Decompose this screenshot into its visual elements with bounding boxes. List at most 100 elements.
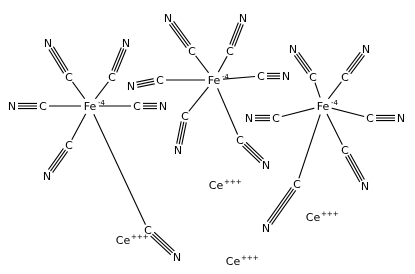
c-n-triple-bond-line [271, 190, 297, 225]
c-n-triple-bond-line [346, 51, 361, 71]
c-n-triple-bond-line [178, 121, 185, 145]
fe-c-single-bond [188, 86, 209, 112]
c-n-triple-bond-line [181, 122, 187, 145]
cerium-charge-label: +++ [241, 254, 259, 262]
fe-c-single-bond [217, 88, 239, 135]
c-n-triple-bond-line [150, 235, 172, 256]
fe-c-single-bond [94, 81, 109, 100]
fe-c-single-bond [326, 113, 343, 145]
nitrogen-atom-label: N [122, 37, 130, 50]
c-n-triple-bond-line [171, 22, 189, 47]
c-n-triple-bond-line [50, 47, 67, 73]
c-n-triple-bond-line [50, 149, 66, 172]
iron-charge-label: -4 [222, 73, 230, 81]
c-n-triple-bond-line [347, 154, 363, 182]
c-n-triple-bond-line [345, 156, 361, 183]
c-n-triple-bond-line [266, 187, 292, 222]
nitrogen-atom-label: N [8, 100, 16, 113]
nitrogen-atom-label: N [397, 112, 405, 125]
cerium-atom-label: Ce [306, 211, 321, 224]
carbon-atom-label: C [293, 178, 301, 191]
c-n-triple-bond-line [176, 121, 182, 144]
fe-c-single-bond [298, 114, 321, 179]
c-n-triple-bond-line [234, 24, 244, 47]
c-n-triple-bond-line [136, 78, 154, 83]
c-n-triple-bond-line [229, 22, 239, 45]
carbon-atom-label: C [366, 112, 374, 125]
c-n-triple-bond-line [243, 143, 263, 162]
c-n-triple-bond-line [269, 188, 294, 224]
c-n-triple-bond-line [153, 231, 175, 252]
carbon-atom-label: C [188, 45, 196, 58]
fe-c-single-bond [72, 81, 86, 100]
nitrogen-atom-label: N [159, 100, 167, 113]
iron-charge-label: -4 [331, 99, 339, 107]
c-n-triple-bond-line [48, 49, 65, 74]
c-n-triple-bond-line [349, 153, 365, 180]
c-n-triple-bond-line [111, 47, 122, 71]
carbon-atom-label: C [341, 144, 349, 157]
c-n-triple-bond-line [245, 141, 264, 160]
c-n-triple-bond-line [296, 53, 310, 73]
fe-c-single-bond [281, 107, 315, 118]
c-n-triple-bond-line [231, 23, 242, 46]
c-n-triple-bond-line [173, 20, 192, 45]
nitrogen-atom-label: N [43, 170, 51, 183]
c-n-triple-bond-line [52, 151, 69, 173]
fe-c-single-bond [327, 81, 342, 100]
fe-c-single-bond [222, 75, 256, 80]
cerium-ion-2: Ce+++ [306, 210, 339, 224]
nitrogen-atom-label: N [44, 37, 52, 50]
c-n-triple-bond-line [350, 55, 365, 75]
carbon-atom-label: C [309, 71, 317, 84]
carbon-atom-label: C [226, 45, 234, 58]
nitrogen-atom-label: N [239, 12, 247, 25]
c-n-triple-bond-line [168, 24, 187, 49]
cerium-ion-4: Ce+++ [226, 254, 259, 268]
c-n-triple-bond-line [348, 53, 363, 73]
c-n-triple-bond-line [152, 233, 173, 254]
fe-c-single-bond [93, 113, 146, 225]
cerium-charge-label: +++ [131, 233, 149, 241]
nitrogen-atom-label: N [164, 12, 172, 25]
fe-c-single-bond [71, 113, 87, 140]
nitrogen-atom-label: N [361, 180, 369, 193]
carbon-atom-label: C [65, 139, 73, 152]
nitrogen-atom-label: N [245, 112, 253, 125]
nitrogen-atom-label: N [173, 251, 181, 264]
nitrogen-atom-label: N [127, 80, 135, 93]
fe-c-single-bond [331, 107, 365, 118]
nitrogen-atom-label: N [289, 43, 297, 56]
c-n-triple-bond-line [293, 55, 308, 74]
c-n-triple-bond-line [47, 148, 64, 170]
carbon-atom-label: C [133, 100, 141, 113]
iron-atom-label: Fe [84, 100, 97, 113]
carbon-atom-label: C [272, 112, 280, 125]
c-n-triple-bond-line [137, 83, 155, 88]
carbon-atom-label: C [236, 134, 244, 147]
nitrogen-atom-label: N [282, 70, 290, 83]
c-n-triple-bond-line [242, 145, 261, 164]
cerium-charge-label: +++ [224, 178, 242, 186]
c-n-triple-bond-line [52, 46, 69, 71]
c-n-triple-bond-line [116, 49, 127, 73]
iron-atom-label: Fe [317, 100, 330, 113]
carbon-atom-label: C [65, 71, 73, 84]
fe-c-single-bond [195, 55, 210, 74]
fe-c-single-bond [217, 56, 228, 73]
c-n-triple-bond-line [136, 80, 155, 86]
iron-charge-label: -4 [98, 99, 106, 107]
fe-c-single-bond [314, 82, 321, 98]
nitrogen-atom-label: N [362, 43, 370, 56]
carbon-atom-label: C [39, 100, 47, 113]
cerium-atom-label: Ce [116, 234, 131, 247]
carbon-atom-label: C [144, 224, 152, 237]
carbon-atom-label: C [181, 110, 189, 123]
cerium-ion-1: Ce+++ [209, 178, 242, 192]
carbon-atom-label: C [156, 74, 164, 87]
c-n-triple-bond-line [298, 52, 313, 71]
